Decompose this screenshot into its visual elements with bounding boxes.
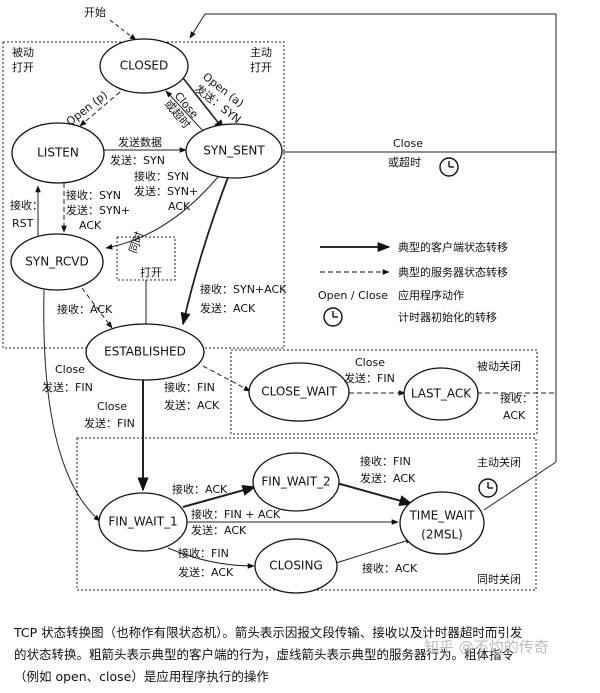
- label-fw2-fin: 接收：FIN: [360, 454, 411, 468]
- timer-icon: [439, 157, 459, 177]
- arrow-closing-to-timewait: [335, 538, 413, 564]
- arrow-closed-to-listen: [79, 91, 121, 127]
- state-syn-sent: [185, 123, 283, 179]
- state-established: [85, 323, 205, 381]
- label-fw1-fin: 接收：FIN: [178, 546, 229, 560]
- label-lastack-rcv: ACK: [503, 409, 526, 422]
- arrow-synrcvd-to-established: [81, 287, 113, 329]
- label-send-data: 发送：SYN: [110, 153, 165, 167]
- label-open-p: Open (p): [64, 88, 110, 128]
- state-label-last-ack: LAST_ACK: [411, 387, 472, 401]
- state-time-wait: [399, 491, 485, 555]
- state-label-closing: CLOSING: [269, 559, 323, 573]
- state-label-syn-rcvd: SYN_RCVD: [25, 255, 89, 269]
- arrow-established-to-closewait: [202, 365, 251, 392]
- state-label-syn-sent: SYN_SENT: [203, 144, 265, 158]
- passive-close-box: [230, 349, 538, 435]
- label-fw1-finack: 接收：FIN + ACK: [191, 507, 281, 521]
- state-closed: [99, 38, 189, 94]
- label-send-data: 发送数据: [118, 135, 162, 149]
- label-synsent-rcv-syn: ACK: [168, 200, 191, 213]
- legend-server-label: 典型的服务器状态转移: [398, 265, 508, 279]
- state-label-established: ESTABLISHED: [104, 345, 186, 359]
- arrow-timewait-to-closed: [483, 461, 557, 511]
- state-label-listen: LISTEN: [37, 146, 79, 160]
- legend-client-label: 典型的客户端状态转移: [398, 240, 508, 254]
- legend-app-key: Open / Close: [318, 289, 388, 302]
- state-label-time-wait-sub: (2MSL): [421, 528, 463, 542]
- state-close-wait: [248, 362, 350, 422]
- region-passive-open: 被动: [12, 46, 34, 59]
- label-fw2-fin: 发送：ACK: [360, 471, 416, 485]
- timer-icon: [478, 478, 498, 498]
- start-arrow: [109, 19, 137, 41]
- label-est-fin: 发送：ACK: [164, 398, 220, 412]
- state-fin-wait-2: [252, 452, 340, 512]
- state-label-closed: CLOSED: [120, 59, 169, 73]
- label-synsent-synack: 接收：SYN+ACK: [200, 282, 287, 296]
- region-simultaneous-close: 同时关闭: [477, 572, 521, 586]
- arrow-synsent-to-established: [180, 171, 231, 326]
- label-synrcvd-close: 发送：FIN: [42, 380, 93, 394]
- arrow-finwait1-to-finwait2: [182, 484, 257, 508]
- label-fw1-fin: 发送：ACK: [178, 565, 234, 579]
- arrow-synrcvd-to-finwait1: [43, 289, 101, 522]
- label-rst: RST: [12, 217, 34, 230]
- region-simultaneous-open: 打开: [140, 265, 162, 279]
- timer-icon: [323, 307, 343, 327]
- label-synsent-rcv-syn: 发送：SYN+: [134, 184, 198, 198]
- arrow-finwait1-to-closing: [167, 547, 255, 569]
- state-label-close-wait: CLOSE_WAIT: [261, 385, 337, 399]
- label-rst: 接收：: [10, 198, 43, 212]
- label-fw1-ack: 接收：ACK: [172, 482, 228, 496]
- label-synsent-rcv-syn: 接收：SYN: [134, 169, 189, 183]
- label-listen-rcv-syn: 发送：SYN+: [66, 203, 130, 217]
- state-label-time-wait: TIME_WAIT: [408, 509, 475, 523]
- label-synrcvd-ack: 接收：ACK: [57, 302, 113, 316]
- region-simultaneous-open: 同时: [127, 230, 147, 255]
- state-syn-rcvd: [10, 233, 104, 291]
- label-fw1-finack: 发送：ACK: [191, 523, 247, 537]
- state-label-fin-wait-1: FIN_WAIT_1: [108, 515, 177, 529]
- label-synsent-synack: 发送：ACK: [200, 301, 256, 315]
- caption-line: （例如 open、close）是应用程序执行的操作: [14, 669, 269, 684]
- label-listen-rcv-syn: 接收：SYN: [66, 188, 121, 202]
- arrow-synsent-to-synrcvd: [105, 171, 223, 250]
- legend-app-label: 应用程序动作: [398, 288, 464, 302]
- state-listen: [11, 122, 105, 184]
- label-est-fin: 接收：FIN: [164, 380, 215, 394]
- watermark: 知乎 @不灼的传奇: [424, 638, 549, 656]
- return-to-closed-path: [189, 13, 557, 462]
- label-est-close: 发送：FIN: [84, 416, 135, 430]
- label-synsent-close: Close: [393, 137, 423, 150]
- label-synsent-close: 或超时: [388, 155, 421, 169]
- label-lastack-rcv: 接收：: [500, 391, 533, 405]
- label-start: 开始: [84, 5, 106, 19]
- caption-line: 的状态转换。粗箭头表示典型的客户端的行为，虚线箭头表示典型的服务器行为。粗体指令: [14, 647, 515, 662]
- caption-line: TCP 状态转换图（也称作有限状态机）。箭头表示因报文段传输、接收以及计时器超时…: [14, 625, 523, 640]
- arrow-synsent-to-closed: [165, 90, 206, 134]
- label-est-close: Close: [97, 400, 127, 413]
- state-fin-wait-1: [98, 492, 188, 552]
- arrow-finwait2-to-timewait: [332, 481, 414, 507]
- arrow-closed-to-synsent: [182, 77, 225, 131]
- label-listen-rcv-syn: ACK: [79, 219, 102, 232]
- state-last-ack: [403, 367, 479, 421]
- label-closewait-close: 发送：FIN: [344, 371, 395, 385]
- label-synrcvd-close: Close: [55, 363, 85, 376]
- region-active-open: 主动: [250, 46, 272, 59]
- label-closing-ack: 接收：ACK: [362, 561, 418, 575]
- state-label-fin-wait-2: FIN_WAIT_2: [261, 475, 330, 489]
- region-active-open: 打开: [250, 60, 272, 74]
- region-passive-open: 打开: [12, 60, 34, 74]
- legend-timer-label: 计时器初始化的转移: [398, 310, 497, 324]
- label-closewait-close: Close: [355, 356, 385, 369]
- state-closing: [254, 538, 338, 594]
- region-passive-close: 被动关闭: [477, 359, 521, 373]
- figure-caption: TCP 状态转换图（也称作有限状态机）。箭头表示因报文段传输、接收以及计时器超时…: [14, 622, 600, 688]
- region-active-close: 主动关闭: [477, 455, 521, 469]
